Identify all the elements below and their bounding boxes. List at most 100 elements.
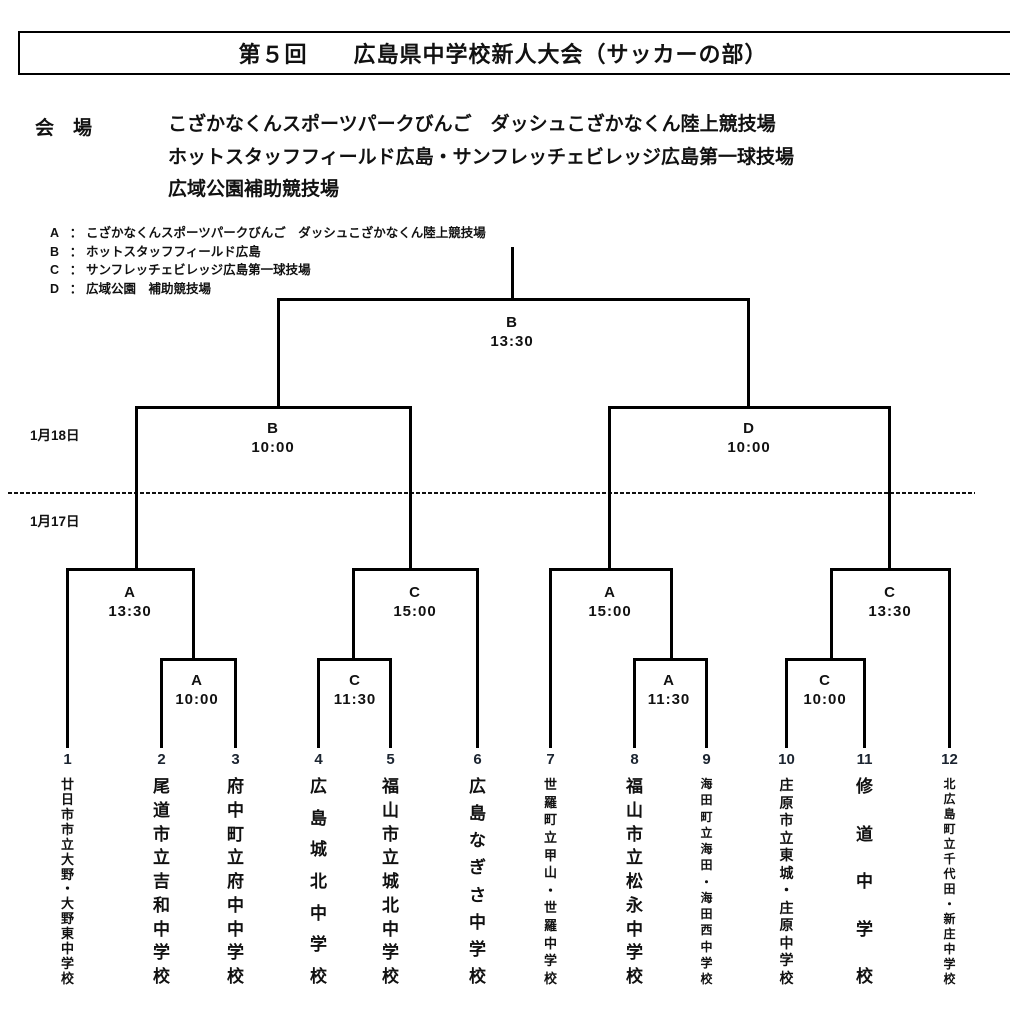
match-venue: D [743,420,755,437]
match-time: 15:00 [588,603,632,620]
bracket-line-qf2-top [352,568,479,571]
venue-label: 会 場 [35,118,93,139]
bracket-line-r1a-r [234,658,237,748]
venue-line: ホットスタッフフィールド広島・サンフレッチェビレッジ広島第一球技場 [168,146,795,168]
team-number: 9 [702,751,711,768]
bracket-line-sf-right-r [888,406,891,571]
team-number: 1 [63,751,72,768]
team-column-8: 8 福山市立松永中学校 [613,750,657,985]
match-time: 13:30 [868,603,912,620]
team-number: 12 [941,751,958,768]
team-number: 8 [630,751,639,768]
legend-key: B [50,244,60,259]
title-box: 第５回 広島県中学校新人大会（サッカーの部） [18,31,1010,75]
bracket-line-r1a-l [160,658,163,748]
match-venue: C [409,584,421,601]
match-time: 10:00 [803,691,847,708]
match-venue: B [506,314,518,331]
match-venue: C [819,672,831,689]
day-separator-dotted-line [8,492,975,494]
team-number: 3 [231,751,240,768]
bracket-line-qf3-l [549,568,552,748]
legend-key: C [50,263,60,277]
match-label-r1b: C 11:30 [310,671,400,709]
bracket-line-qf4-r [948,568,951,748]
team-number: 5 [386,751,395,768]
venue-lines: こざかなくんスポーツパークびんご ダッシュこざかなくん陸上競技場 ホットスタッフ… [168,109,794,207]
bracket-line-r1c-l [633,658,636,748]
team-column-5: 5 福山市立城北中学校 [369,750,413,985]
team-number: 7 [546,751,555,768]
legend-row: D ： 広域公園 補助競技場 [50,280,486,299]
match-label-qf2: C 15:00 [370,583,460,621]
team-column-9: 9 海田町立海田・海田西中学校 [685,750,729,985]
legend-key: D [50,281,60,296]
team-number: 11 [856,751,873,768]
team-column-6: 6 広島なぎさ中学校 [456,750,500,985]
bracket-line-final-left [277,298,280,409]
legend-key: A [50,226,60,240]
team-name: 北広島町立千代田・新庄中学校 [943,777,956,986]
bracket-line-final-right [747,298,750,409]
team-column-1: 1 廿日市市立大野・大野東中学校 [46,750,90,985]
team-number: 6 [473,751,482,768]
team-name: 海田町立海田・海田西中学校 [700,777,713,986]
bracket-line-qf1-l [66,568,69,748]
match-label-r1a: A 10:00 [152,671,242,709]
team-column-7: 7 世羅町立甲山・世羅中学校 [529,750,573,985]
bracket-line-qf2-r [476,568,479,748]
match-time: 13:30 [108,603,152,620]
team-name: 廿日市市立大野・大野東中学校 [60,777,74,986]
legend-name: サンフレッチェビレッジ広島第一球技場 [86,263,311,277]
bracket-line-qf4-top [830,568,951,571]
bracket-line-r1c-r [705,658,708,748]
bracket-line-r1c-top [633,658,708,661]
team-number: 10 [778,751,795,768]
legend-separator: ： [69,281,83,296]
bracket-line-sf-right-l [608,406,611,571]
legend-name: ホットスタッフフィールド広島 [86,244,261,259]
match-venue: A [124,584,136,601]
team-name: 府中町立府中中学校 [227,777,244,986]
team-name: 福山市立城北中学校 [382,777,399,986]
team-name: 福山市立松永中学校 [626,777,643,986]
bracket-line-final-top [277,298,750,301]
match-time: 11:30 [333,691,377,708]
match-time: 10:00 [251,439,295,456]
team-name: 広島城北中学校 [310,777,327,986]
bracket-line-sf-left-l [135,406,138,571]
match-time: 10:00 [175,691,219,708]
team-name: 尾道市立吉和中学校 [153,777,170,986]
team-column-10: 10 庄原市立東城・庄原中学校 [765,750,809,985]
match-label-sf-right: D 10:00 [704,419,794,457]
match-label-qf1: A 13:30 [85,583,175,621]
bracket-line-qf1-top [66,568,195,571]
bracket-line-qf4-l [830,568,833,661]
bracket-line-sf-right-top [608,406,891,409]
team-column-4: 4 広島城北中学校 [297,750,341,985]
bracket-line-qf3-top [549,568,673,571]
match-time: 15:00 [393,603,437,620]
match-venue: A [191,672,203,689]
match-venue: C [884,584,896,601]
match-time: 10:00 [727,439,771,456]
bracket-line-r1d-r [863,658,866,748]
match-label-r1d: C 10:00 [780,671,870,709]
match-time: 11:30 [647,691,691,708]
bracket-line-sf-left-r [409,406,412,571]
legend-separator: ： [69,226,83,240]
match-venue: A [663,672,675,689]
match-venue: A [604,584,616,601]
team-name: 広島なぎさ中学校 [469,777,486,986]
bracket-line-r1b-top [317,658,392,661]
legend-row: C ： サンフレッチェビレッジ広島第一球技場 [50,261,486,280]
match-label-r1c: A 11:30 [624,671,714,709]
venue-line: こざかなくんスポーツパークびんご ダッシュこざかなくん陸上競技場 [168,114,776,135]
team-name: 庄原市立東城・庄原中学校 [779,777,794,986]
team-number: 2 [157,751,166,768]
legend-separator: ： [69,263,83,277]
legend-name: 広域公園 補助競技場 [86,281,212,296]
venue-line: 広域公園補助競技場 [168,179,340,200]
team-name: 修道中学校 [856,777,873,986]
legend-separator: ： [69,244,83,259]
